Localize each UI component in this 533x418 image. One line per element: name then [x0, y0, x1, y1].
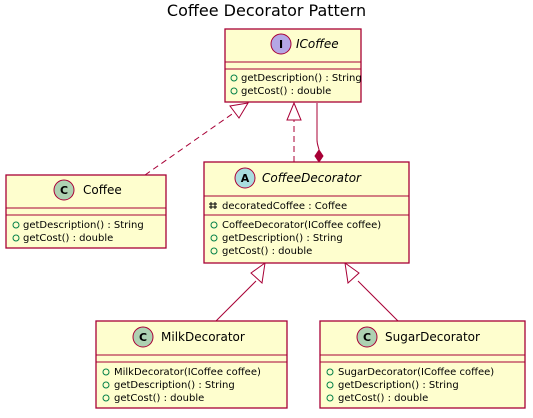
diagram-title: Coffee Decorator Pattern: [167, 1, 366, 20]
method: getDescription() : String: [23, 220, 144, 231]
public-visibility-icon: [210, 234, 218, 242]
composition-diamond: [314, 149, 324, 163]
field: decoratedCoffee : Coffee: [222, 201, 347, 212]
public-visibility-icon: [210, 247, 218, 255]
public-visibility-icon: [102, 394, 110, 402]
public-visibility-icon: [102, 368, 110, 376]
method: getDescription() : String: [338, 380, 459, 391]
method: MilkDecorator(ICoffee coffee): [114, 367, 261, 378]
class-icoffee: I ICoffee getDescription() : String getC…: [224, 28, 362, 103]
protected-visibility-icon: [209, 202, 217, 209]
class-stereotype-icon: [53, 179, 75, 201]
edge-composition-icoffee: [316, 103, 320, 151]
method: getCost() : double: [23, 233, 113, 244]
realization-arrowhead-coffee: [229, 102, 249, 119]
public-visibility-icon: [326, 381, 334, 389]
stereotype-letter: A: [241, 172, 250, 185]
class-sugar-decorator: C SugarDecorator SugarDecorator(ICoffee …: [319, 320, 526, 409]
public-visibility-icon: [102, 381, 110, 389]
class-stereotype-icon: [356, 326, 378, 348]
class-name: CoffeeDecorator: [262, 171, 362, 185]
method: getCost() : double: [114, 393, 204, 404]
public-visibility-icon: [230, 87, 238, 95]
public-visibility-icon: [12, 234, 20, 242]
edge-coffee-realizes-icoffee: [144, 111, 236, 176]
edge-milk-extends-decorator: [215, 280, 257, 322]
class-coffee-decorator: A CoffeeDecorator decoratedCoffee : Coff…: [203, 161, 410, 264]
public-visibility-icon: [230, 74, 238, 82]
public-visibility-icon: [210, 221, 218, 229]
method: getCost() : double: [222, 246, 312, 257]
public-visibility-icon: [12, 221, 20, 229]
generalization-arrowhead-milk: [250, 261, 266, 284]
method: getCost() : double: [241, 86, 331, 97]
method: getCost() : double: [338, 393, 428, 404]
method: getDescription() : String: [241, 73, 362, 84]
stereotype-letter: C: [60, 184, 68, 197]
class-name: SugarDecorator: [385, 330, 480, 344]
class-stereotype-icon: [132, 326, 154, 348]
method: SugarDecorator(ICoffee coffee): [338, 367, 494, 378]
public-visibility-icon: [326, 394, 334, 402]
class-name: ICoffee: [296, 37, 339, 51]
stereotype-letter: C: [139, 331, 147, 344]
class-name: Coffee: [83, 183, 122, 197]
interface-stereotype-icon: [270, 33, 292, 55]
stereotype-letter: I: [279, 38, 283, 51]
abstract-stereotype-icon: [234, 167, 256, 189]
class-name: MilkDecorator: [161, 330, 245, 344]
class-milk-decorator: C MilkDecorator MilkDecorator(ICoffee co…: [95, 320, 288, 409]
edge-sugar-extends-decorator: [357, 280, 399, 322]
method: getDescription() : String: [114, 380, 235, 391]
class-coffee: C Coffee getDescription() : String getCo…: [5, 174, 167, 249]
generalization-arrowhead-sugar: [344, 261, 360, 284]
method: getDescription() : String: [222, 233, 343, 244]
realization-arrowhead-decorator: [286, 101, 302, 121]
stereotype-letter: C: [363, 331, 371, 344]
method: CoffeeDecorator(ICoffee coffee): [222, 220, 381, 231]
public-visibility-icon: [326, 368, 334, 376]
